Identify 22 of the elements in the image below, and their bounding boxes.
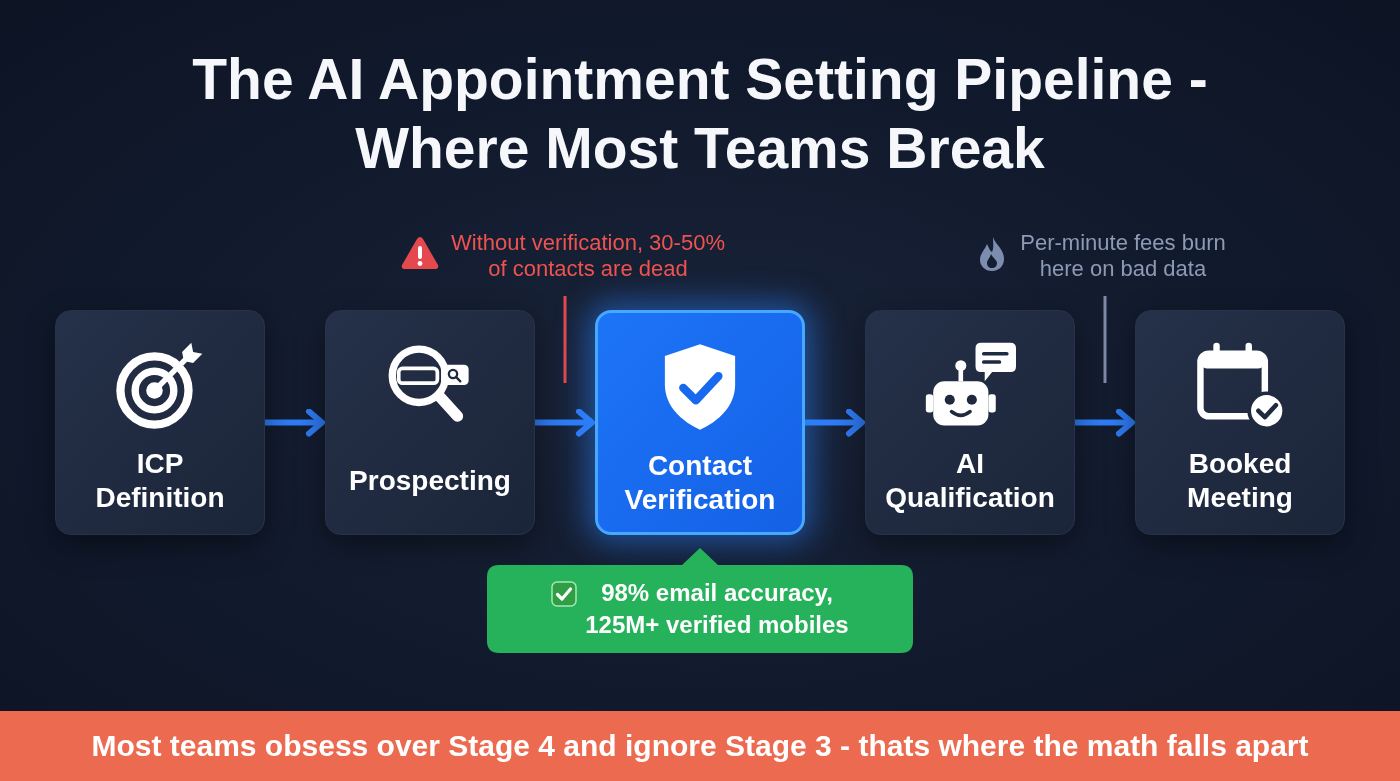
banner-text: Most teams obsess over Stage 4 and ignore Stage 3 - thats where the math falls apart bbox=[91, 728, 1309, 764]
arrow bbox=[535, 408, 595, 437]
stage-label: AI Qualification bbox=[884, 447, 1056, 515]
stage-card bbox=[325, 310, 535, 535]
stage-label: ICP Definition bbox=[94, 447, 226, 515]
stage-label: Booked Meeting bbox=[1186, 447, 1294, 515]
callout-text: 98% email accuracy, 125M+ verified mobiles bbox=[584, 578, 850, 640]
highlighted-stage-card bbox=[595, 310, 805, 535]
arrow bbox=[805, 408, 865, 437]
arrow bbox=[1075, 408, 1135, 437]
stage-card bbox=[1135, 310, 1345, 535]
footer-banner bbox=[0, 711, 1400, 781]
leader-line bbox=[563, 296, 567, 383]
stage-label: Prospecting bbox=[348, 464, 512, 498]
cost-note: Per-minute fees burn here on bad data bbox=[1019, 230, 1227, 282]
stage-card bbox=[865, 310, 1075, 535]
stage-label: Contact Verification bbox=[623, 449, 777, 517]
arrow bbox=[265, 408, 325, 437]
warning-note: Without verification, 30-50% of contacts are dead bbox=[450, 230, 726, 282]
leader-line bbox=[1103, 296, 1107, 383]
stage-card bbox=[55, 310, 265, 535]
title: The AI Appointment Setting Pipeline - Where Most Teams Break bbox=[191, 46, 1209, 182]
